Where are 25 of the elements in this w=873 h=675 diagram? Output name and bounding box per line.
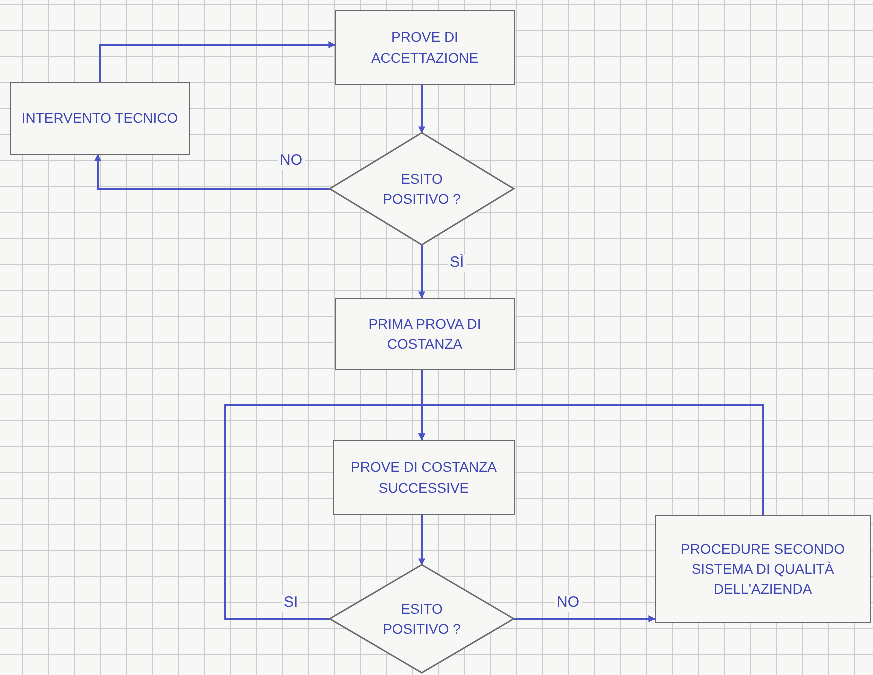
edge-label: SÌ [448,255,466,272]
edge-label: NO [278,153,304,170]
process-box [333,440,515,515]
node-text: PROVE DI ACCETTAZIONE [370,28,480,68]
process-box [335,10,515,85]
arrow [418,245,426,299]
node-text: ESITO POSITIVO ? [382,170,462,209]
arrow [418,85,426,134]
arrow [99,42,336,82]
node-text: PRIMA PROVA DI COSTANZA [368,314,482,354]
node-text: ESITO POSITIVO ? [382,600,462,639]
edge-label: SI [282,595,300,612]
arrow [94,154,330,190]
decision-diamond [330,565,514,673]
arrow [418,404,764,515]
node-text: INTERVENTO TECNICO [22,109,178,128]
arrow [514,616,656,622]
edge-label: NO [555,595,582,612]
node-text: PROCEDURE SECONDO SISTEMA DI QUALITÀ DELL'AZIENDA [680,540,846,600]
decision-diamond [330,133,514,245]
process-box [335,298,515,370]
process-box [10,82,190,155]
node-text: PROVE DI COSTANZA SUCCESSIVE [350,458,498,498]
arrow [418,515,426,566]
process-box [655,515,871,623]
